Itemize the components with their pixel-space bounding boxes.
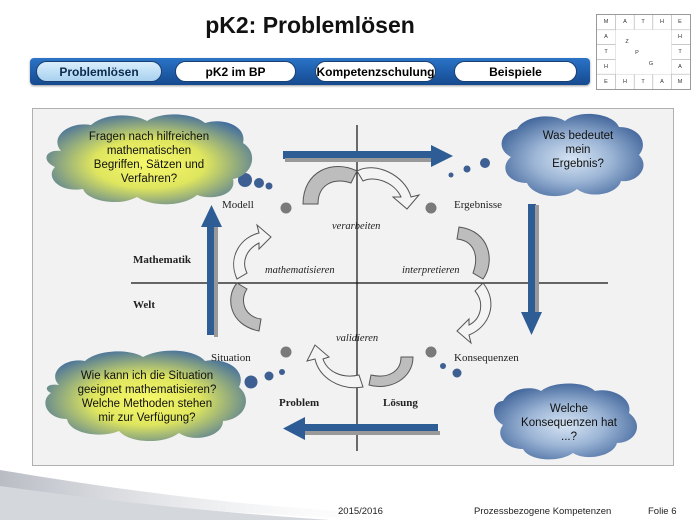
bubble-line: Fragen nach hilfreichen xyxy=(88,131,210,143)
diagram-graphics xyxy=(45,113,644,460)
bubble-line: Verfahren? xyxy=(120,173,178,185)
logo-letter: H xyxy=(678,34,682,40)
corner-dots xyxy=(280,202,437,358)
bubble-line: Welche Methoden stehen xyxy=(81,398,213,410)
logo-letter: A xyxy=(660,79,664,85)
label-welt: Welt xyxy=(133,299,155,311)
logo-letter: T xyxy=(678,49,682,55)
label-situation: Situation xyxy=(211,352,251,364)
bubble-line: mir zur Verfügung? xyxy=(98,412,196,424)
label-verarbeiten: verarbeiten xyxy=(332,221,381,232)
problem-solving-diagram: Modell Ergebnisse Situation Konsequenzen… xyxy=(32,108,674,466)
bubble-line: Was bedeutet xyxy=(542,130,614,142)
bubble-line: ...? xyxy=(561,431,577,443)
label-konsequenzen: Konsequenzen xyxy=(454,352,519,364)
footer-topic: Prozessbezogene Kompetenzen xyxy=(474,506,612,517)
bubble-line: Ergebnis? xyxy=(552,158,604,170)
logo-letter: T xyxy=(604,49,608,55)
bubble-top-right: Was bedeutet mein Ergebnis? xyxy=(513,121,643,179)
bubble-bottom-right: Welche Konsequenzen hat ...? xyxy=(499,395,639,451)
logo-letter: T xyxy=(641,19,645,25)
bubble-line: Konsequenzen hat xyxy=(521,417,617,429)
bubble-line: geeignet mathematisieren? xyxy=(77,384,217,396)
bubble-line: mathematischen xyxy=(106,145,192,157)
blue-arrows xyxy=(201,145,542,440)
bubble-top-left: Fragen nach hilfreichen mathematischen B… xyxy=(57,123,241,193)
logo-letter: E xyxy=(678,19,682,25)
label-interpretieren: interpretieren xyxy=(402,265,460,276)
footer-year: 2015/2016 xyxy=(338,506,383,517)
bubble-line: mein xyxy=(565,144,591,156)
logo-letter: E xyxy=(604,79,608,85)
nav-kompetenzschulung[interactable]: Kompetenzschulung xyxy=(315,61,436,82)
nav-beispiele[interactable]: Beispiele xyxy=(454,61,577,82)
bubble-bottom-left: Wie kann ich die Situation geeignet math… xyxy=(47,359,247,435)
slide-title: pK2: Problemlösen xyxy=(205,12,415,38)
logo-letter: A xyxy=(604,34,608,40)
nav-bar: Problemlösen pK2 im BP Kompetenzschulung… xyxy=(30,58,590,85)
nav-problemloesen[interactable]: Problemlösen xyxy=(36,61,162,82)
cycle-arrows xyxy=(230,166,492,389)
logo-letter: M xyxy=(677,79,683,85)
logo-letter: G xyxy=(648,61,654,67)
bubble-line: Welche xyxy=(549,403,589,415)
label-problem: Problem xyxy=(279,397,320,409)
footer-slide-number: Folie 6 xyxy=(648,506,677,517)
logo-letter: M xyxy=(603,19,609,25)
label-mathematisieren: mathematisieren xyxy=(265,265,335,276)
logo-letter: A xyxy=(623,19,627,25)
logo-letter: H xyxy=(660,19,664,25)
logo-letter: P xyxy=(635,50,639,56)
bubble-line: Begriffen, Sätzen und xyxy=(93,159,205,171)
label-mathematik: Mathematik xyxy=(133,254,192,266)
logo-letter: Z xyxy=(625,39,629,45)
logo-letter: H xyxy=(623,79,627,85)
logo-letter: A xyxy=(678,64,682,70)
bubble-trails xyxy=(238,158,490,389)
logo-letter: H xyxy=(604,64,608,70)
thought-clouds xyxy=(45,113,644,460)
label-validieren: validieren xyxy=(336,333,379,344)
label-loesung: Lösung xyxy=(383,397,418,409)
nav-pk2-im-bp[interactable]: pK2 im BP xyxy=(175,61,296,82)
logo-letter: T xyxy=(641,79,645,85)
bubble-line: Wie kann ich die Situation xyxy=(80,370,214,382)
label-ergebnisse: Ergebnisse xyxy=(454,199,503,211)
mathe-logo: M A T H E A Z H T P T H G A E H T A M xyxy=(596,14,691,90)
label-modell: Modell xyxy=(222,199,254,211)
